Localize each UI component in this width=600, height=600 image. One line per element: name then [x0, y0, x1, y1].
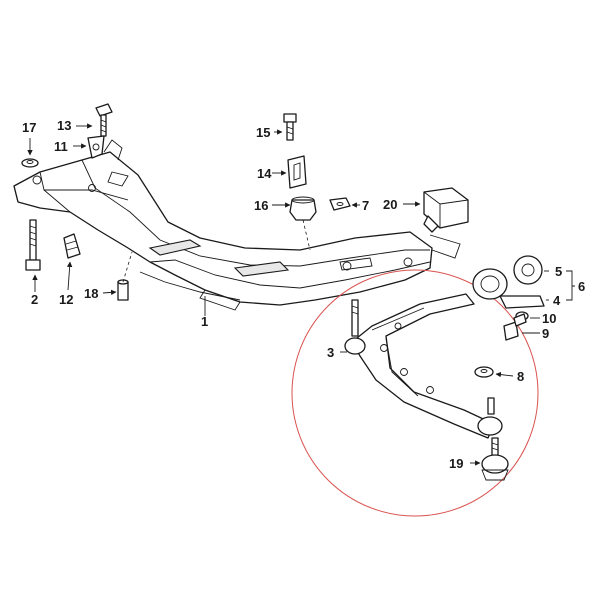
callout-11: 11 [54, 139, 68, 154]
callout-14: 14 [257, 166, 272, 181]
callout-labels: 13 17 11 2 12 18 1 15 14 16 7 20 3 5 6 4… [22, 118, 585, 471]
bolt-15 [283, 113, 297, 141]
washer-8 [474, 366, 494, 378]
callout-5: 5 [555, 264, 562, 279]
callout-3: 3 [327, 345, 334, 360]
bolt-13 [95, 103, 113, 137]
callout-19: 19 [449, 456, 463, 471]
bolt-2 [25, 219, 41, 271]
bushing-bracket-4 [472, 268, 545, 309]
bracket-11 [87, 135, 105, 159]
callout-18: 18 [84, 286, 98, 301]
bushing-12 [63, 233, 81, 259]
sleeve-18 [117, 279, 129, 301]
callout-9: 9 [542, 326, 549, 341]
callout-1: 1 [201, 314, 208, 329]
callout-17: 17 [22, 120, 36, 135]
control-arm [351, 293, 495, 439]
washer-17 [21, 158, 39, 168]
callout-13: 13 [57, 118, 71, 133]
rubber-mount-16 [289, 196, 317, 221]
rubber-bushing-5 [513, 255, 543, 285]
callout-4: 4 [553, 293, 561, 308]
callout-12: 12 [59, 292, 73, 307]
callout-7: 7 [362, 198, 369, 213]
bolt-9 [503, 313, 527, 341]
callout-2: 2 [31, 292, 38, 307]
mount-20 [423, 187, 469, 233]
callout-15: 15 [256, 125, 270, 140]
leader-lines [27, 123, 575, 466]
callout-16: 16 [254, 198, 268, 213]
callout-20: 20 [383, 197, 397, 212]
ball-joint-3 [344, 299, 366, 355]
callout-10: 10 [542, 311, 556, 326]
clip-14 [287, 155, 307, 189]
highlight-circle [291, 269, 539, 517]
front-axle-carrier [13, 139, 461, 311]
ball-joint-19 [481, 437, 509, 481]
callout-6: 6 [578, 279, 585, 294]
callout-8: 8 [517, 369, 524, 384]
nut-7 [329, 197, 351, 211]
arm-stud [477, 397, 503, 436]
